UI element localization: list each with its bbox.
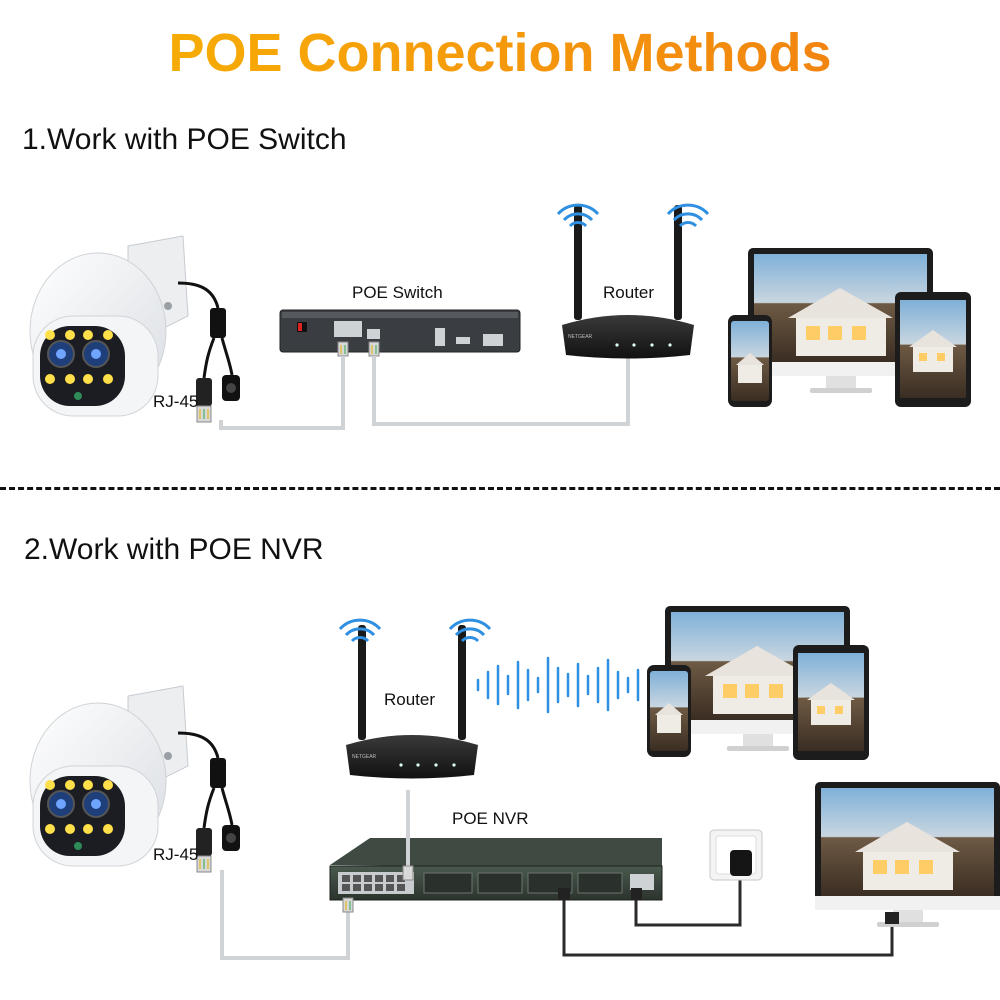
section-divider <box>0 487 1000 490</box>
wifi-icon <box>448 618 492 643</box>
power-plug <box>631 888 642 900</box>
router-label-1: Router <box>603 283 655 302</box>
wall-outlet <box>709 829 763 881</box>
ptz-camera-1 <box>29 235 189 417</box>
poe-switch-device <box>279 309 521 353</box>
poe-nvr-device <box>329 838 663 901</box>
poe-nvr-label: POE NVR <box>452 809 529 828</box>
rj45-plug-switch-b <box>368 341 380 357</box>
poe-switch-label: POE Switch <box>352 283 443 302</box>
ethernet-cable-camera-to-nvr <box>220 870 350 960</box>
router-label-2: Router <box>384 690 436 709</box>
rj45-label-2: RJ-45 <box>153 845 199 864</box>
monitor-nvr <box>815 782 1000 927</box>
router-1 <box>562 205 694 359</box>
section2-heading: 2.Work with POE NVR <box>24 533 324 566</box>
power-cable-nvr <box>634 880 742 927</box>
phone-2 <box>647 665 691 757</box>
wireless-signal-wave <box>476 656 640 714</box>
ethernet-cable-camera-to-switch <box>219 356 345 430</box>
page-title: POE Connection Methods <box>0 22 1000 84</box>
tablet-1 <box>895 292 971 407</box>
tablet-2 <box>793 645 869 760</box>
hdmi-plug-monitor <box>885 912 899 924</box>
rj45-plug-nvr <box>342 897 354 913</box>
ethernet-cable-switch-to-router <box>372 345 630 426</box>
section1-heading: 1.Work with POE Switch <box>22 123 347 156</box>
ptz-camera-2 <box>29 685 189 867</box>
hdmi-cable-nvr-to-monitor <box>562 898 894 957</box>
rj45-plug-switch-a <box>337 341 349 357</box>
rj45-plug-router-nvr <box>402 865 414 881</box>
phone-1 <box>728 315 772 407</box>
hdmi-plug <box>558 888 570 900</box>
rj45-label-1: RJ-45 <box>153 392 199 411</box>
